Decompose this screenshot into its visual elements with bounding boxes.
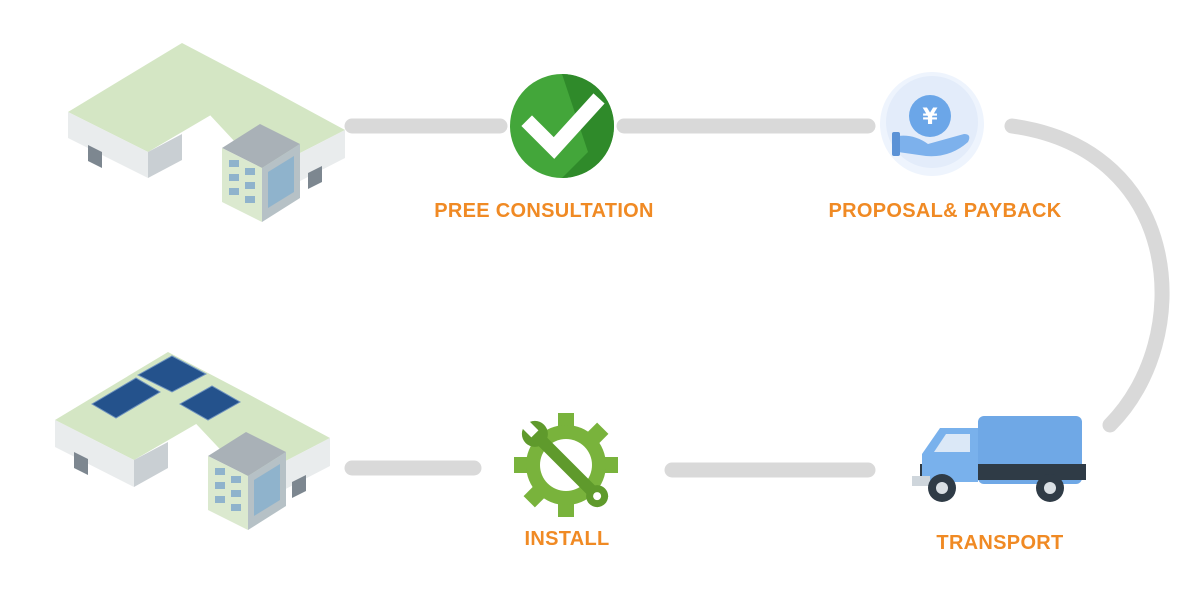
factory-with-solar-panels-icon xyxy=(55,352,330,530)
yuan-coin-hand-icon: ¥ xyxy=(880,72,984,176)
step-label-proposal: PROPOSAL& PAYBACK xyxy=(828,200,1062,222)
connector-lines xyxy=(344,118,1170,478)
step-label-install: INSTALL xyxy=(524,528,610,550)
factory-building-icon xyxy=(68,43,345,222)
delivery-truck-icon xyxy=(912,416,1086,502)
solar-panel-icon xyxy=(91,355,242,421)
connector-proposal-to-transport xyxy=(1004,118,1170,433)
step-label-consultation: PREE CONSULTATION xyxy=(434,200,654,222)
checkmark-icon xyxy=(510,74,614,178)
wrench-gear-icon xyxy=(514,413,618,517)
svg-text:¥: ¥ xyxy=(922,105,938,130)
step-label-transport: TRANSPORT xyxy=(936,532,1064,554)
